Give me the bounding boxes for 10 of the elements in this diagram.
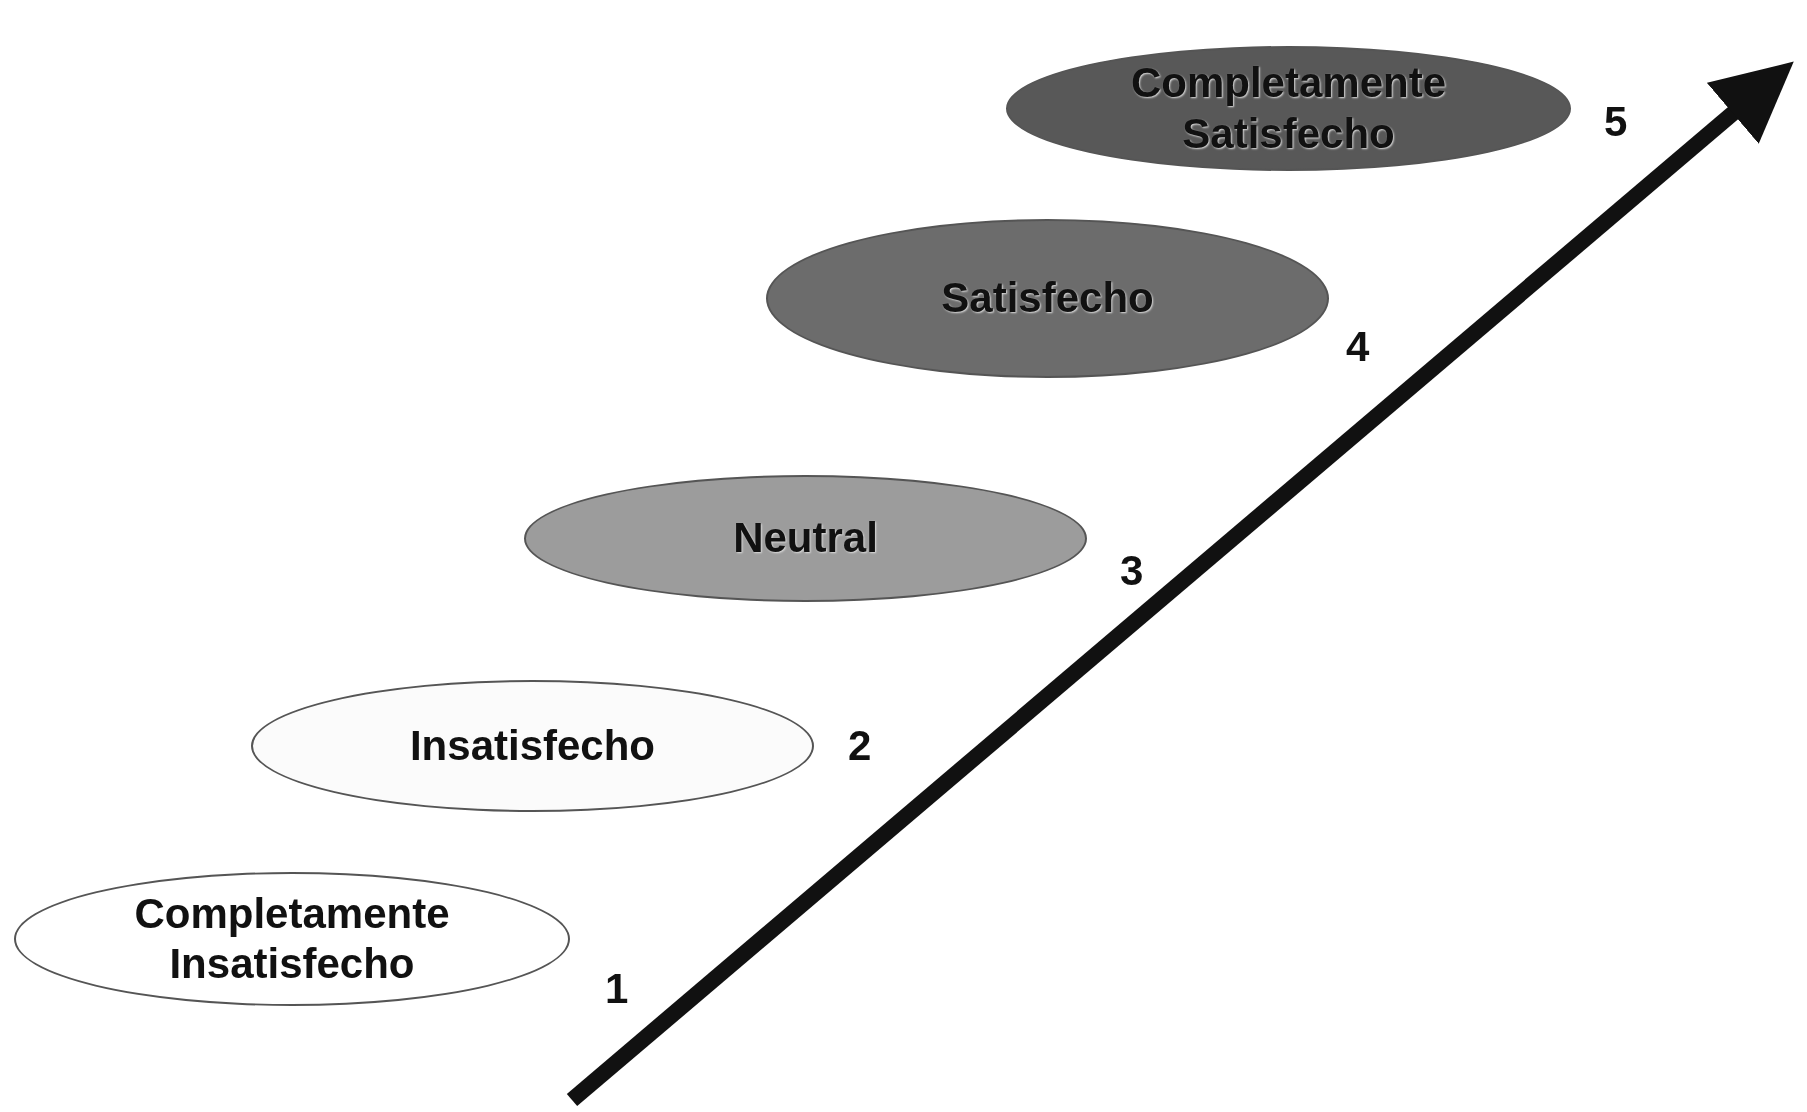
scale-number: 3	[1120, 550, 1144, 592]
ellipse-label: Neutral	[733, 513, 878, 564]
scale-number: 2	[848, 725, 872, 767]
ellipse-label: Satisfecho	[941, 273, 1154, 324]
scale-number: 1	[605, 968, 629, 1010]
ellipse-label: Completamente Insatisfecho	[133, 888, 451, 989]
scale-number: 5	[1604, 101, 1628, 143]
ellipse-label: Insatisfecho	[409, 720, 656, 771]
scale-number: 4	[1346, 326, 1370, 368]
ellipse-label: Completamente Satisfecho	[1129, 58, 1448, 159]
